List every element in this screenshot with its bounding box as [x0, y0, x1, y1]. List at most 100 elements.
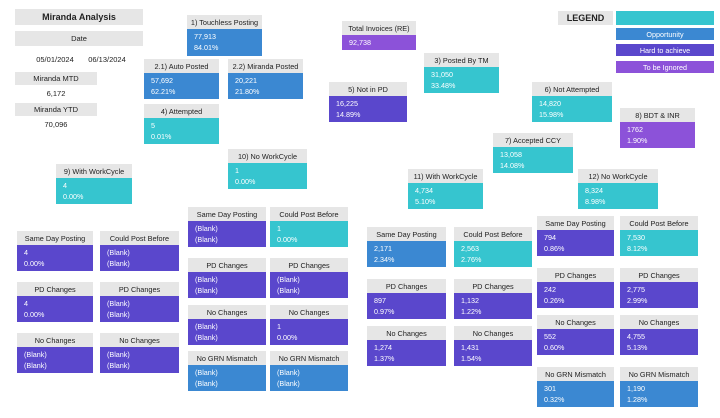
legend-item-teal	[616, 11, 714, 25]
card-percent: 5.10%	[415, 197, 436, 206]
card-value: (Blank)	[24, 350, 47, 359]
card-label: PD Changes	[454, 279, 532, 293]
card-d-could-post-before[interactable]: Could Post Before 7,530 8.12%	[620, 216, 698, 256]
card-label: No Changes	[17, 333, 93, 347]
card-label: 1) Touchless Posting	[187, 15, 262, 29]
card-percent: 0.86%	[544, 244, 565, 253]
date-start[interactable]: 05/01/2024	[36, 54, 74, 64]
card-label: 10) No WorkCycle	[228, 149, 307, 163]
card-value: 77,913	[194, 32, 216, 41]
card-value: 20,221	[235, 76, 257, 85]
card-label: PD Changes	[100, 282, 179, 296]
card-value: 242	[544, 285, 556, 294]
card-b-no-grn-mismatch-1[interactable]: No GRN Mismatch (Blank)(Blank)	[188, 351, 266, 391]
card-percent: 5.13%	[627, 343, 648, 352]
card-total-invoices[interactable]: Total Invoices (RE) 92,738	[342, 21, 416, 50]
card-percent: 2.34%	[374, 255, 395, 264]
card-value: 8,324	[585, 186, 603, 195]
miranda-mtd-label: Miranda MTD	[15, 72, 97, 85]
card-value: 1,274	[374, 343, 392, 352]
card-percent: (Blank)	[195, 333, 218, 342]
card-value: 897	[374, 296, 386, 305]
card-a-could-post-before[interactable]: Could Post Before (Blank)(Blank)	[100, 231, 179, 271]
card-label: 2.2) Miranda Posted	[228, 59, 303, 73]
card-value: (Blank)	[277, 368, 300, 377]
miranda-ytd-value: 70,096	[44, 119, 68, 129]
card-b-pd-changes-2[interactable]: PD Changes (Blank)(Blank)	[270, 258, 348, 298]
card-label: Could Post Before	[620, 216, 698, 230]
card-value: 7,530	[627, 233, 645, 242]
card-percent: 15.98%	[539, 110, 564, 119]
card-percent: 0.97%	[374, 307, 395, 316]
legend-item-to-be-ignored: To be Ignored	[616, 61, 714, 73]
card-label: PD Changes	[17, 282, 93, 296]
card-value: 2,775	[627, 285, 645, 294]
card-value: 794	[544, 233, 556, 242]
card-value: 4,734	[415, 186, 433, 195]
card-percent: 62.21%	[151, 87, 176, 96]
card-value: 4	[24, 248, 28, 257]
card-a-no-changes-1[interactable]: No Changes (Blank)(Blank)	[17, 333, 93, 373]
card-label: Could Post Before	[100, 231, 179, 245]
date-end[interactable]: 06/13/2024	[88, 54, 126, 64]
card-label: Same Day Posting	[367, 227, 446, 241]
card-value: 2,171	[374, 244, 392, 253]
card-value: (Blank)	[277, 275, 300, 284]
card-b-same-day-posting[interactable]: Same Day Posting (Blank)(Blank)	[188, 207, 266, 247]
card-a-pd-changes-2[interactable]: PD Changes (Blank) (Blank)	[100, 282, 179, 322]
card-value: (Blank)	[107, 350, 130, 359]
card-label: PD Changes	[620, 268, 698, 282]
card-value: (Blank)	[107, 248, 130, 257]
card-percent: (Blank)	[107, 310, 130, 319]
card-c-same-day-posting[interactable]: Same Day Posting 2,171 2.34%	[367, 227, 446, 267]
card-value: 92,738	[349, 38, 371, 47]
card-value: (Blank)	[107, 299, 130, 308]
card-b-no-changes-1[interactable]: No Changes (Blank)(Blank)	[188, 305, 266, 345]
card-percent: (Blank)	[277, 286, 300, 295]
card-value: 5	[151, 121, 155, 130]
card-percent: 0.00%	[277, 333, 298, 342]
card-value: (Blank)	[195, 322, 218, 331]
card-value: 1	[277, 322, 281, 331]
card-value: 1762	[627, 125, 643, 134]
card-percent: 8.98%	[585, 197, 606, 206]
card-a-no-changes-2[interactable]: No Changes (Blank)(Blank)	[100, 333, 179, 373]
card-value: 14,820	[539, 99, 561, 108]
card-label: 4) Attempted	[144, 104, 219, 118]
card-value: 1	[235, 166, 239, 175]
card-percent: 8.12%	[627, 244, 648, 253]
card-b-pd-changes-1[interactable]: PD Changes (Blank)(Blank)	[188, 258, 266, 298]
card-percent: (Blank)	[277, 379, 300, 388]
card-b-no-grn-mismatch-2[interactable]: No GRN Mismatch (Blank)(Blank)	[270, 351, 348, 391]
legend-title: LEGEND	[558, 11, 613, 25]
